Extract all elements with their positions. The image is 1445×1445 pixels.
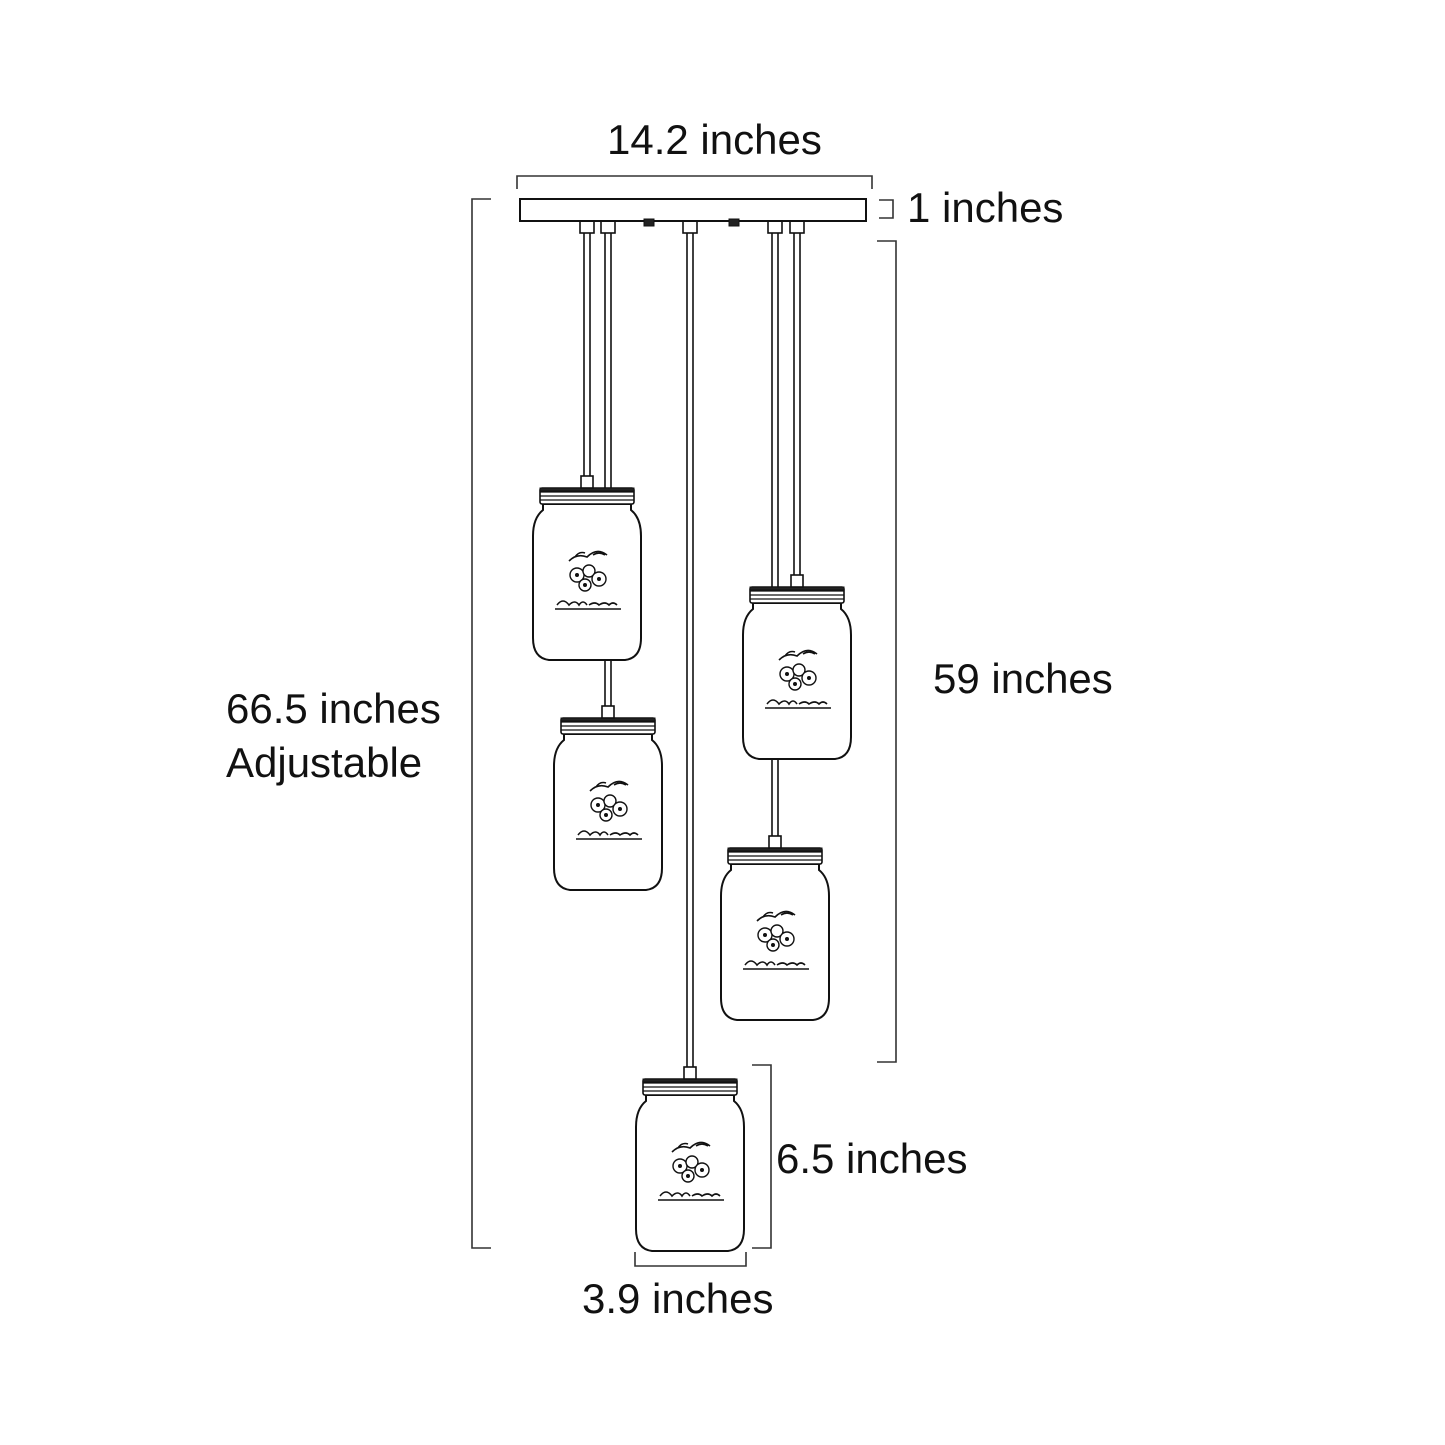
- canopy: [519, 198, 867, 234]
- adjustable-label: Adjustable: [226, 739, 423, 786]
- canopy-socket: [579, 220, 595, 234]
- jar-height-label: 6.5 inches: [776, 1135, 968, 1182]
- jar-pendant-4: [720, 835, 830, 1021]
- dimension-lines: [471, 175, 897, 1267]
- total-height-bracket: [471, 198, 491, 1249]
- jar-height-bracket: [752, 1064, 772, 1249]
- canopy-height-label: 1 inches: [907, 184, 1064, 231]
- canopy-height-bracket: [879, 199, 894, 219]
- canopy-width-label: 14.2 inches: [607, 116, 822, 163]
- canopy-socket: [682, 220, 698, 234]
- jar-pendant-5: [635, 1066, 745, 1252]
- cord-length-bracket: [877, 240, 897, 1063]
- jar-pendant-2: [553, 705, 663, 891]
- jar-pendant-3: [742, 574, 852, 760]
- canopy-plate: [519, 198, 867, 222]
- cords: [583, 233, 801, 1067]
- total-height-label: 66.5 inches: [226, 685, 441, 732]
- jar-width-label: 3.9 inches: [582, 1275, 774, 1322]
- canopy-socket: [767, 220, 783, 234]
- cord-length-label: 59 inches: [933, 655, 1113, 702]
- width-bracket: [516, 175, 873, 189]
- canopy-socket: [789, 220, 805, 234]
- canopy-screw: [728, 218, 740, 227]
- jar-pendant-1: [532, 475, 642, 661]
- canopy-socket: [600, 220, 616, 234]
- jar-width-bracket: [634, 1252, 747, 1267]
- canopy-screw: [643, 218, 655, 227]
